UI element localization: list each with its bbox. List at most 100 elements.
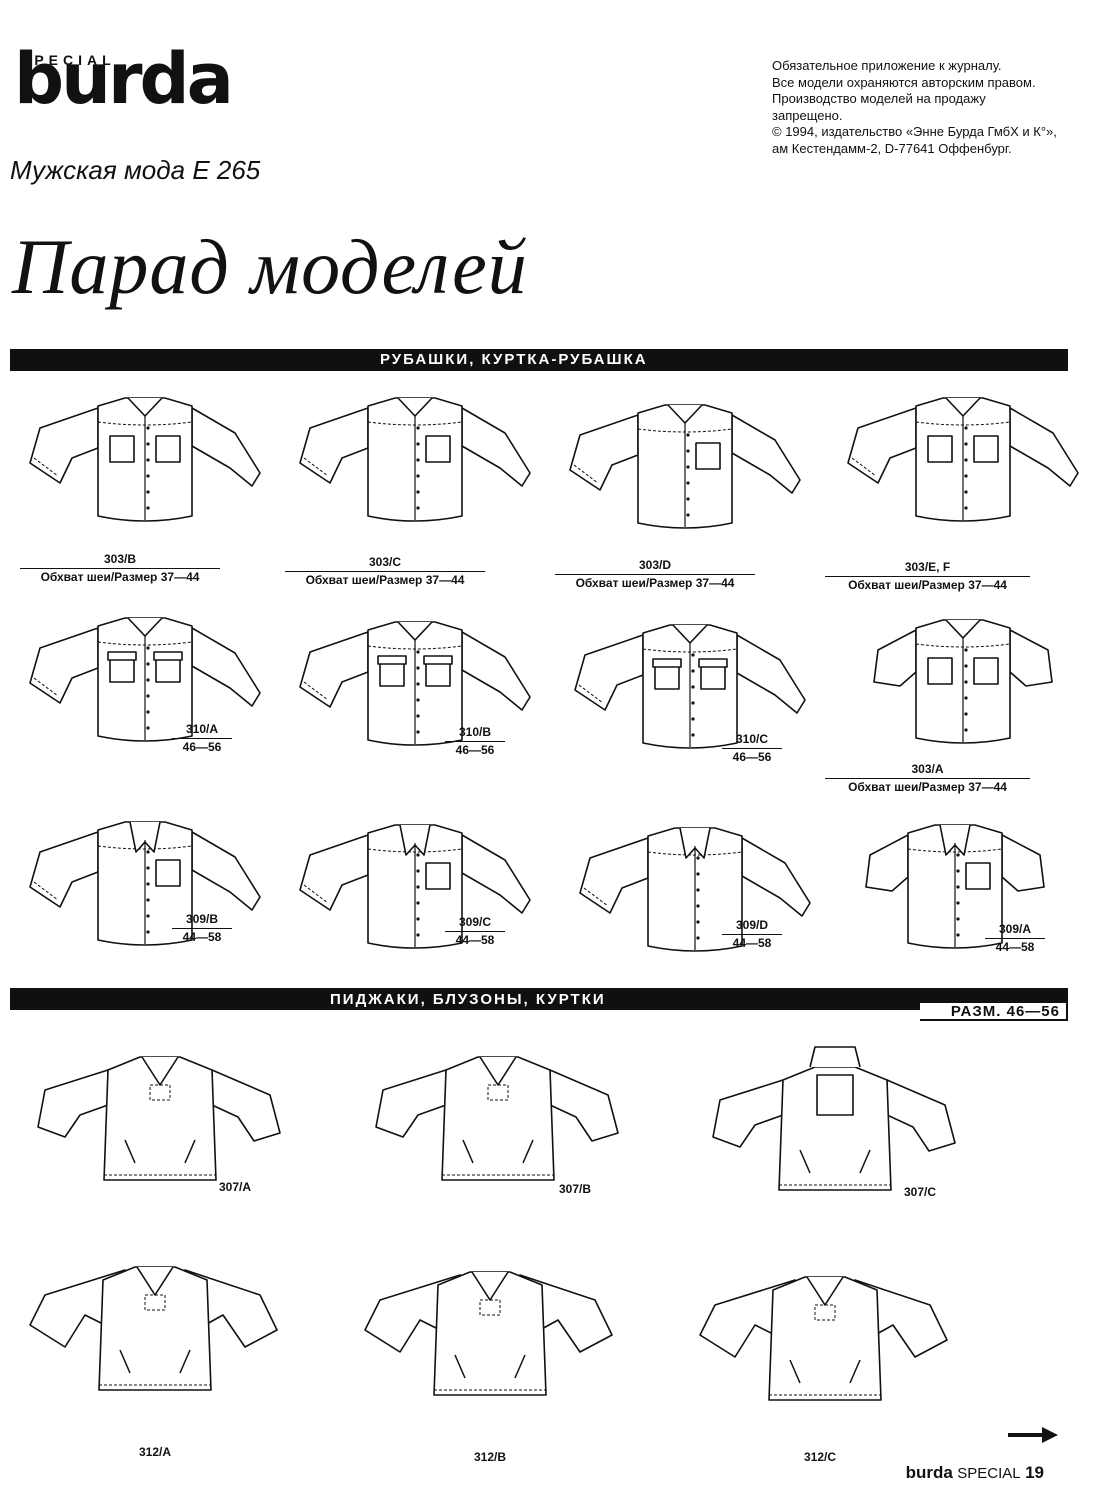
caption-divider <box>825 576 1030 577</box>
shirt-sketch-icon <box>299 397 531 522</box>
caption-divider <box>445 931 505 932</box>
jacket-model <box>30 1045 290 1195</box>
shirt-model <box>20 812 270 952</box>
model-code: 303/C <box>368 555 402 569</box>
shirt-model <box>560 395 810 535</box>
model-size: 46—56 <box>455 743 495 757</box>
shirt-sketch-icon <box>873 619 1053 744</box>
notice-line: ам Кестендамм-2, D-77641 Оффенбург. <box>772 140 1012 156</box>
notice-line: запрещено. <box>772 107 843 123</box>
page-number: 19 <box>1025 1463 1044 1482</box>
jacket-sketch-icon <box>364 1271 613 1396</box>
shirt-model <box>290 388 540 528</box>
model-code: 310/B <box>458 725 492 739</box>
notice-line: Обязательное приложение к журналу. <box>772 58 1002 73</box>
jacket-sketch-icon <box>699 1276 948 1401</box>
section-bar-shirts: РУБАШКИ, КУРТКА-РУБАШКА <box>10 349 1068 371</box>
shirt-sketch-icon <box>29 821 261 946</box>
notice-line: Производство моделей на продажу <box>772 91 986 106</box>
model-size: Обхват шеи/Размер 37—44 <box>40 570 200 584</box>
notice-line: © 1994, издательство «Энне Бурда ГмбХ и … <box>772 124 1057 139</box>
sizes-badge: РАЗМ. 46—56 <box>920 1001 1068 1021</box>
model-code: 307/A <box>218 1180 252 1194</box>
model-code: 307/B <box>558 1182 592 1196</box>
shirt-model <box>565 615 815 755</box>
model-code: 312/C <box>803 1450 837 1464</box>
jacket-model <box>360 1260 620 1410</box>
shirt-model <box>838 610 1088 750</box>
caption-divider <box>285 571 485 572</box>
footer-brand-name: burda <box>905 1463 953 1482</box>
jacket-sketch-icon <box>29 1266 278 1391</box>
section-bar-jackets: ПИДЖАКИ, БЛУЗОНЫ, КУРТКИ <box>10 988 1068 1010</box>
jacket-model <box>368 1045 628 1195</box>
model-size: 44—58 <box>732 936 772 950</box>
model-code: 309/A <box>998 922 1032 936</box>
model-code: 309/C <box>458 915 492 929</box>
footer-brand: burda SPECIAL 19 <box>906 1463 1044 1483</box>
jacket-model <box>695 1265 955 1415</box>
shirt-model <box>20 388 270 528</box>
caption-divider <box>722 934 782 935</box>
model-code: 303/D <box>638 558 672 572</box>
jacket-model <box>25 1255 285 1405</box>
shirt-sketch-icon <box>847 397 1079 522</box>
shirt-sketch-icon <box>569 404 801 529</box>
jacket-sketch-icon <box>37 1056 281 1181</box>
sizes-badge-label: РАЗМ. 46—56 <box>950 1003 1060 1020</box>
section-label-shirts: РУБАШКИ, КУРТКА-РУБАШКА <box>380 351 648 368</box>
caption-divider <box>172 738 232 739</box>
shirt-model <box>570 818 820 958</box>
caption-divider <box>722 748 782 749</box>
shirt-model <box>838 388 1088 528</box>
shirt-sketch-icon <box>29 397 261 522</box>
shirt-sketch-icon <box>29 617 261 742</box>
caption-divider <box>555 574 755 575</box>
model-code: 312/B <box>473 1450 507 1464</box>
logo-special: SPECIAL <box>20 52 116 68</box>
model-code: 309/B <box>185 912 219 926</box>
shirt-sketch-icon <box>299 824 531 949</box>
model-code: 309/D <box>735 918 769 932</box>
shirt-sketch-icon <box>865 824 1045 949</box>
caption-divider <box>445 741 505 742</box>
caption-divider <box>172 928 232 929</box>
model-code: 310/A <box>185 722 219 736</box>
jacket-sketch-icon <box>712 1046 956 1191</box>
notice-line: Все модели охраняются авторским правом. <box>772 74 1036 90</box>
model-code: 307/C <box>903 1185 937 1199</box>
model-size: 46—56 <box>732 750 772 764</box>
caption-divider <box>825 778 1030 779</box>
model-size: Обхват шеи/Размер 37—44 <box>305 573 465 587</box>
shirt-model <box>20 608 270 748</box>
jacket-sketch-icon <box>375 1056 619 1181</box>
model-size: 44—58 <box>995 940 1035 954</box>
next-page-arrow-icon <box>1008 1425 1058 1445</box>
model-code: 312/A <box>138 1445 172 1459</box>
shirt-sketch-icon <box>574 624 806 749</box>
shirt-sketch-icon <box>299 621 531 746</box>
model-code: 303/E, F <box>904 560 951 574</box>
jacket-model <box>705 1046 965 1205</box>
model-code: 310/C <box>735 732 769 746</box>
model-code: 303/B <box>103 552 137 566</box>
model-size: Обхват шеи/Размер 37—44 <box>848 780 1007 794</box>
shirt-model <box>290 815 540 955</box>
subtitle: Мужская мода Е 265 <box>10 155 261 185</box>
model-size: 46—56 <box>182 740 222 754</box>
model-code: 303/A <box>911 762 944 776</box>
caption-divider <box>20 568 220 569</box>
model-size: Обхват шеи/Размер 37—44 <box>848 578 1007 592</box>
shirt-model <box>290 612 540 752</box>
model-size: 44—58 <box>455 933 495 947</box>
shirt-sketch-icon <box>579 827 811 952</box>
caption-divider <box>985 938 1045 939</box>
page-title: Парад моделей <box>12 223 528 310</box>
copyright-notice: Обязательное приложение к журналу. Все м… <box>772 58 1092 157</box>
logo-burda: burda <box>14 38 234 120</box>
footer-special: SPECIAL <box>957 1465 1021 1482</box>
model-size: 44—58 <box>182 930 222 944</box>
model-size: Обхват шеи/Размер 37—44 <box>575 576 735 590</box>
shirt-model <box>830 815 1080 955</box>
